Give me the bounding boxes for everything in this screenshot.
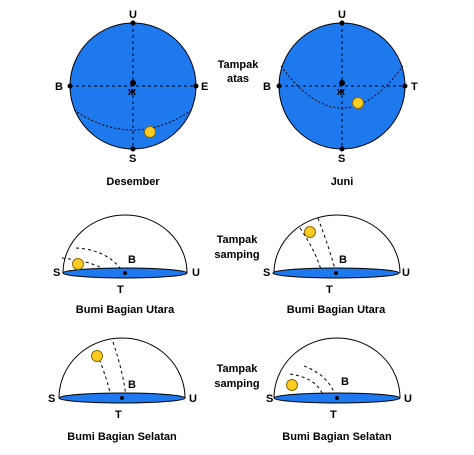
label-b: B — [128, 379, 136, 391]
label-t: T — [117, 284, 124, 296]
label-t: T — [115, 409, 122, 421]
center-dot — [335, 396, 339, 400]
label-north: U — [129, 9, 137, 21]
side-view-selatan-right: S U B T Bumi Bagian Selatan — [266, 337, 412, 443]
label-u: U — [189, 393, 197, 405]
sun-path-arc — [112, 341, 127, 399]
label-u: U — [192, 267, 200, 279]
dome — [273, 214, 401, 274]
label-east: T — [411, 81, 418, 93]
side-view-utara-right: S U B T Bumi Bagian Utara — [263, 214, 410, 316]
label-s: S — [48, 393, 55, 405]
sun-path-arc — [280, 65, 404, 109]
pole-dot-north — [130, 20, 136, 26]
label-west: B — [55, 81, 63, 93]
label-u: U — [402, 267, 410, 279]
center-dot — [123, 271, 127, 275]
label-west: B — [263, 81, 271, 93]
caption-selatan-left: Bumi Bagian Selatan — [67, 431, 177, 443]
sun-icon — [352, 97, 364, 109]
pole-dot-west — [276, 83, 282, 89]
top-view-juni: ж U S B T Juni — [263, 9, 418, 188]
side-view-utara-left: S U B T Bumi Bagian Utara — [53, 214, 200, 316]
label-tampak-samping-2: samping — [214, 249, 259, 261]
label-b: B — [128, 254, 136, 266]
label-s: S — [263, 267, 270, 279]
pole-dot-east — [402, 83, 408, 89]
sun-path-arc — [317, 217, 337, 274]
pole-dot-south — [339, 146, 345, 152]
top-view-desember: ж U S B E Desember — [55, 9, 208, 188]
label-south: S — [129, 153, 136, 165]
label-tampak-atas-2: atas — [227, 73, 249, 85]
label-s: S — [53, 267, 60, 279]
sun-icon — [72, 258, 84, 270]
dome — [273, 337, 401, 399]
pole-dot-east — [193, 83, 199, 89]
label-east: E — [201, 81, 208, 93]
caption-utara-right: Bumi Bagian Utara — [287, 304, 386, 316]
label-b: B — [339, 254, 347, 266]
center-dot — [334, 271, 338, 275]
sun-icon — [91, 350, 103, 362]
caption-utara-left: Bumi Bagian Utara — [76, 304, 175, 316]
label-tampak-samping-4: samping — [214, 378, 259, 390]
center-dot — [339, 80, 345, 86]
observer-marker: ж — [127, 86, 136, 98]
label-t: T — [330, 409, 337, 421]
pole-dot-south — [130, 146, 136, 152]
sun-path-arc — [75, 247, 125, 275]
sun-icon — [144, 126, 156, 138]
caption-desember: Desember — [106, 176, 160, 188]
label-t: T — [326, 284, 333, 296]
sun-path-arc — [289, 373, 325, 399]
label-u: U — [404, 393, 412, 405]
caption-selatan-right: Bumi Bagian Selatan — [282, 431, 392, 443]
caption-juni: Juni — [331, 176, 354, 188]
dome — [58, 337, 186, 399]
label-tampak-atas-1: Tampak — [218, 59, 260, 71]
observer-marker: ж — [336, 86, 345, 98]
label-b: B — [341, 376, 349, 388]
label-north: U — [338, 9, 346, 21]
dome — [62, 214, 188, 274]
label-tampak-samping-3: Tampak — [217, 363, 259, 375]
pole-dot-north — [339, 20, 345, 26]
center-dot — [120, 396, 124, 400]
side-view-selatan-left: S U B T Bumi Bagian Selatan — [48, 337, 197, 443]
sun-icon — [304, 226, 316, 238]
label-tampak-samping-1: Tampak — [217, 234, 259, 246]
sun-icon — [286, 379, 298, 391]
pole-dot-west — [67, 83, 73, 89]
label-s: S — [266, 393, 273, 405]
label-south: S — [338, 153, 345, 165]
center-dot — [130, 80, 136, 86]
